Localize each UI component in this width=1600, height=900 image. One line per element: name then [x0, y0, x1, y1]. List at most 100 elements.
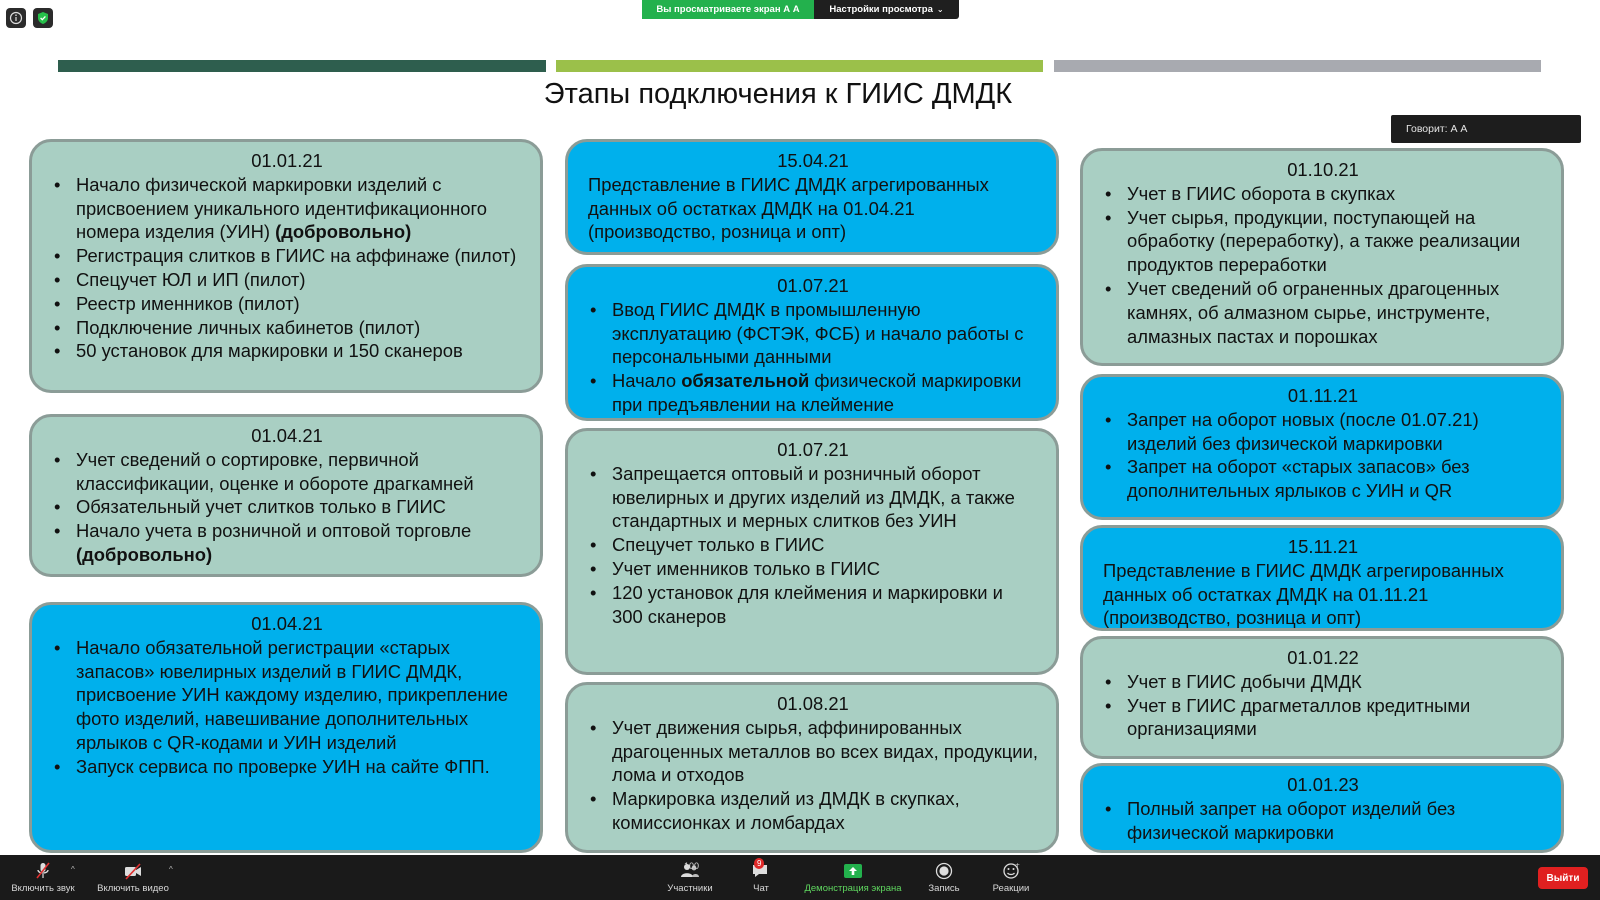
stage-item: 50 установок для маркировки и 150 сканер… [52, 339, 522, 363]
stage-list: Учет движения сырья, аффинированных драг… [588, 716, 1038, 835]
stage-date: 01.07.21 [777, 275, 849, 296]
share-screen-button[interactable]: Демонстрация экрана [798, 855, 908, 900]
share-screen-label: Демонстрация экрана [804, 882, 902, 894]
stage-card: 01.08.21 Учет движения сырья, аффинирова… [565, 682, 1059, 853]
stage-item: Учет в ГИИС оборота в скупках [1103, 182, 1543, 206]
stage-item: Регистрация слитков в ГИИС на аффинаже (… [52, 244, 522, 268]
stage-card: 01.01.23 Полный запрет на оборот изделий… [1080, 763, 1564, 853]
stage-date: 01.10.21 [1287, 159, 1359, 180]
meeting-toolbar: Включить звук ^ Включить видео ^ 100 Уча… [0, 855, 1600, 900]
stage-date: 15.04.21 [777, 150, 849, 171]
svg-text:+: + [1015, 862, 1020, 869]
viewing-screen-label: Вы просматриваете экран А А [642, 0, 814, 19]
chevron-down-icon: ⌄ [936, 5, 944, 14]
stage-item: Учет сведений об ограненных драгоценных … [1103, 277, 1543, 348]
stage-list: Начало физической маркировки изделий с п… [52, 173, 522, 363]
stage-date: 01.01.23 [1287, 774, 1359, 795]
stage-item: Учет сырья, продукции, поступающей на об… [1103, 206, 1543, 277]
stage-date: 01.01.22 [1287, 647, 1359, 668]
stage-card: 01.07.21 Ввод ГИИС ДМДК в промышленную э… [565, 264, 1059, 421]
stage-date: 01.07.21 [777, 439, 849, 460]
stage-item: Полный запрет на оборот изделий без физи… [1103, 797, 1543, 845]
stage-list: Запрет на оборот новых (после 01.07.21) … [1103, 408, 1543, 503]
stage-item: Подключение личных кабинетов (пилот) [52, 316, 522, 340]
record-label: Запись [928, 882, 960, 894]
record-icon [935, 862, 953, 879]
stage-item: Начало учета в розничной и оптовой торго… [52, 519, 522, 567]
participants-button[interactable]: 100 Участники [660, 855, 720, 900]
stage-item: Спецучет только в ГИИС [588, 533, 1038, 557]
stage-date: 01.04.21 [251, 425, 323, 446]
unmute-button[interactable]: Включить звук [8, 855, 78, 900]
start-video-button[interactable]: Включить видео [92, 855, 174, 900]
video-options-caret-icon[interactable]: ^ [169, 865, 173, 874]
stage-list: Начало обязательной регистрации «старых … [52, 636, 522, 779]
header-bar-gray [1054, 60, 1541, 72]
stage-card: 15.04.21 Представление в ГИИС ДМДК агрег… [565, 139, 1059, 255]
stage-text: Представление в ГИИС ДМДК агрегированных… [1103, 559, 1504, 629]
meeting-info-icon[interactable] [6, 8, 26, 28]
stage-card: 01.04.21 Учет сведений о сортировке, пер… [29, 414, 543, 577]
stage-item: Спецучет ЮЛ и ИП (пилот) [52, 268, 522, 292]
stage-date: 01.11.21 [1287, 385, 1359, 406]
stage-date: 01.08.21 [777, 693, 849, 714]
stage-item: Учет сведений о сортировке, первичной кл… [52, 448, 522, 496]
start-video-label: Включить видео [97, 882, 169, 894]
stage-item: Запрещается оптовый и розничный оборот ю… [588, 462, 1038, 533]
unmute-label: Включить звук [11, 882, 75, 894]
smiley-reaction-icon: + [1003, 862, 1020, 879]
stage-text: Представление в ГИИС ДМДК агрегированных… [588, 173, 989, 243]
participants-icon [681, 863, 699, 877]
stage-item: Начало обязательной физической маркировк… [588, 369, 1038, 417]
stage-date: 01.01.21 [251, 150, 323, 171]
stage-list: Учет сведений о сортировке, первичной кл… [52, 448, 522, 567]
stage-list: Запрещается оптовый и розничный оборот ю… [588, 462, 1038, 629]
stage-item: Запуск сервиса по проверке УИН на сайте … [52, 755, 522, 779]
chat-button[interactable]: 9 Чат [740, 855, 782, 900]
stage-list: Полный запрет на оборот изделий без физи… [1103, 797, 1543, 845]
chat-label: Чат [753, 882, 769, 894]
stage-card: 15.11.21 Представление в ГИИС ДМДК агрег… [1080, 525, 1564, 631]
stage-item: Учет в ГИИС драгметаллов кредитными орга… [1103, 694, 1543, 742]
view-options-button[interactable]: Настройки просмотра ⌄ [814, 0, 959, 19]
share-screen-icon [844, 863, 862, 878]
stage-item: Начало физической маркировки изделий с п… [52, 173, 522, 244]
stage-card: 01.04.21 Начало обязательной регистрации… [29, 602, 543, 853]
header-bar-green [556, 60, 1043, 72]
stage-item: Обязательный учет слитков только в ГИИС [52, 495, 522, 519]
stage-item: Запрет на оборот «старых запасов» без до… [1103, 455, 1543, 503]
stage-list: Учет в ГИИС добычи ДМДК Учет в ГИИС драг… [1103, 670, 1543, 741]
stage-card: 01.11.21 Запрет на оборот новых (после 0… [1080, 374, 1564, 520]
stage-card: 01.01.22 Учет в ГИИС добычи ДМДК Учет в … [1080, 636, 1564, 759]
security-shield-icon[interactable] [33, 8, 53, 28]
stage-date: 15.11.21 [1287, 536, 1359, 557]
stage-item: Реестр именников (пилот) [52, 292, 522, 316]
view-options-label: Настройки просмотра [829, 4, 933, 15]
stage-list: Учет в ГИИС оборота в скупках Учет сырья… [1103, 182, 1543, 349]
stage-item: Маркировка изделий из ДМДК в скупках, ко… [588, 787, 1038, 835]
stage-item: Учет в ГИИС добычи ДМДК [1103, 670, 1543, 694]
video-camera-off-icon [125, 862, 141, 880]
audio-options-caret-icon[interactable]: ^ [71, 865, 75, 874]
chat-unread-badge: 9 [754, 858, 765, 869]
stage-list: Ввод ГИИС ДМДК в промышленную эксплуатац… [588, 298, 1038, 417]
reactions-button[interactable]: + Реакции [984, 855, 1038, 900]
screen-share-banner: Вы просматриваете экран А А Настройки пр… [642, 0, 959, 19]
reactions-label: Реакции [992, 882, 1030, 894]
stage-item: Начало обязательной регистрации «старых … [52, 636, 522, 755]
participants-count: 100 [684, 861, 700, 871]
stage-item: Учет движения сырья, аффинированных драг… [588, 716, 1038, 787]
stage-item: 120 установок для клеймения и маркировки… [588, 581, 1038, 629]
record-button[interactable]: Запись [920, 855, 968, 900]
leave-meeting-button[interactable]: Выйти [1538, 867, 1588, 889]
header-bar-dark [58, 60, 546, 72]
stage-date: 01.04.21 [251, 613, 323, 634]
stage-item: Учет именников только в ГИИС [588, 557, 1038, 581]
stage-item: Ввод ГИИС ДМДК в промышленную эксплуатац… [588, 298, 1038, 369]
stage-card: 01.01.21 Начало физической маркировки из… [29, 139, 543, 393]
participants-label: Участники [667, 882, 713, 894]
stage-card: 01.07.21 Запрещается оптовый и розничный… [565, 428, 1059, 675]
slide-title: Этапы подключения к ГИИС ДМДК [543, 78, 1013, 110]
microphone-muted-icon [36, 862, 50, 878]
